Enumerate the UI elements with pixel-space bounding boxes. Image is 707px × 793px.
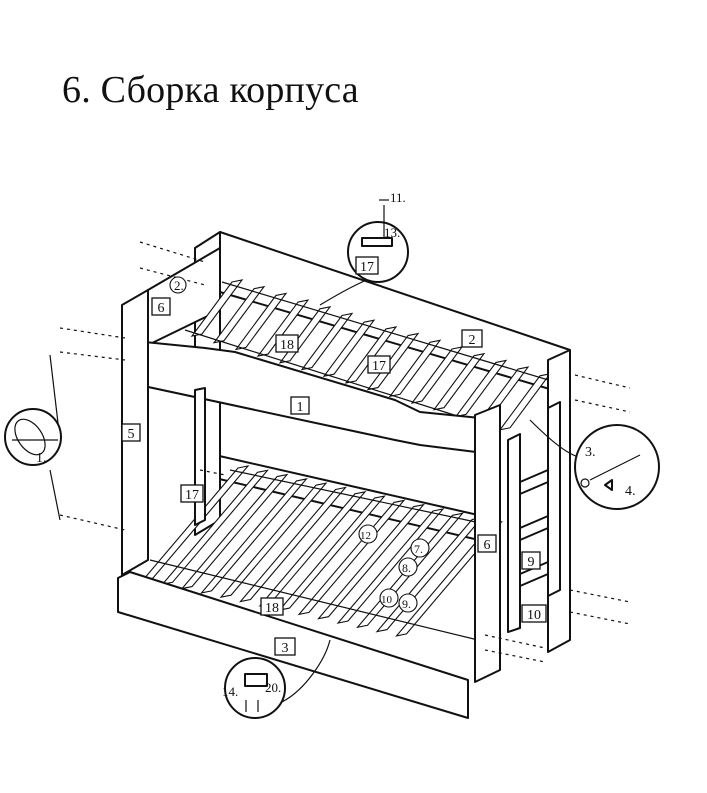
part-label-6-lower: 6	[477, 534, 497, 553]
part-label-17-post: 17	[180, 484, 204, 503]
part-label-17-top: 17	[367, 355, 391, 374]
part-label-3: 3	[274, 637, 296, 656]
svg-text:5: 5	[128, 427, 135, 442]
svg-text:10: 10	[527, 608, 541, 623]
svg-text:11.: 11.	[390, 190, 406, 205]
page-title: 6. Сборка корпуса	[62, 69, 359, 111]
top-slats-group	[190, 279, 552, 431]
svg-text:17: 17	[185, 488, 199, 503]
svg-text:9: 9	[528, 555, 535, 570]
left-middle-post	[194, 387, 206, 526]
svg-text:9.: 9.	[402, 597, 411, 611]
slat	[322, 319, 376, 378]
screw-dash-line	[199, 469, 226, 476]
part-label-10: 10	[521, 604, 547, 623]
callout-4: 4.	[625, 484, 636, 499]
screw-dash-line	[484, 634, 546, 649]
screw-dash-line	[139, 241, 206, 263]
slat	[234, 292, 288, 351]
slat	[212, 285, 266, 344]
slat	[410, 346, 464, 404]
svg-text:10: 10	[381, 594, 393, 606]
svg-text:6: 6	[484, 538, 491, 553]
part-label-9: 9	[521, 551, 541, 570]
slat	[454, 359, 508, 418]
slat	[498, 372, 552, 431]
svg-text:7.: 7.	[414, 542, 423, 556]
slat	[239, 486, 347, 603]
svg-text:12: 12	[360, 530, 371, 542]
bottom-slat-rail-back	[229, 469, 491, 526]
callout-2: 2.	[169, 276, 187, 294]
slat	[200, 478, 308, 594]
slat	[317, 503, 425, 620]
callout-3: 3.	[585, 445, 596, 460]
screw-dash-line	[574, 374, 631, 389]
screw-dash-line	[569, 611, 631, 625]
screw-dash-line	[59, 327, 126, 339]
svg-text:13.: 13.	[384, 225, 400, 240]
screw-dash-line	[569, 589, 631, 603]
callout-13: 13.	[384, 225, 400, 240]
slat	[180, 473, 289, 590]
part-label-2: 2	[461, 329, 483, 348]
svg-text:18: 18	[265, 601, 279, 616]
callout-14: 14.	[222, 684, 238, 699]
svg-text:2: 2	[469, 333, 476, 348]
svg-text:2.: 2.	[174, 278, 184, 293]
part-label-5: 5	[121, 423, 141, 442]
part-label-18-top: 18	[275, 334, 299, 353]
slat	[190, 279, 244, 337]
svg-text:17: 17	[360, 260, 374, 275]
callout-20: 20.	[265, 680, 281, 695]
svg-text:4.: 4.	[625, 484, 636, 499]
svg-text:18: 18	[280, 338, 294, 353]
screw-dash-line	[574, 399, 631, 413]
svg-text:14.: 14.	[222, 684, 238, 699]
svg-text:3.: 3.	[585, 445, 596, 460]
slat	[300, 312, 354, 371]
screw-dash-line	[59, 514, 126, 531]
svg-text:8.: 8.	[402, 561, 411, 575]
part-label-1: 1	[290, 396, 310, 415]
ladder	[507, 401, 561, 633]
detail-circle-bottom	[224, 657, 286, 719]
detail-circle-left	[4, 408, 62, 466]
screw-dash-line	[484, 649, 546, 663]
slat	[336, 508, 445, 624]
callout-10: 10	[379, 588, 399, 608]
slat	[388, 339, 442, 398]
svg-text:6: 6	[158, 301, 165, 316]
slat	[278, 495, 386, 611]
callout-12: 12	[358, 524, 378, 544]
callout-9: 9.	[398, 593, 418, 613]
svg-text:20.: 20.	[265, 680, 281, 695]
slat	[161, 469, 269, 586]
svg-text:3: 3	[282, 641, 289, 656]
top-slat-rail-back	[221, 281, 556, 383]
callout-8: 8.	[398, 557, 418, 577]
callout-1: 1.	[36, 451, 47, 466]
svg-text:1: 1	[297, 400, 304, 415]
top-slat-rail-front	[184, 329, 471, 421]
assembly-dash-lines	[59, 241, 631, 663]
detail-circle-right	[574, 424, 660, 510]
callout-7: 7.	[410, 538, 430, 558]
screw-dash-line	[59, 351, 126, 361]
slat	[344, 326, 398, 384]
slat	[219, 482, 328, 599]
svg-text:1.: 1.	[36, 451, 47, 466]
bottom-slat-rail-front	[149, 559, 479, 641]
slat	[297, 499, 406, 616]
slat	[432, 352, 486, 411]
part-label-18-bottom: 18	[260, 597, 284, 616]
svg-text:17: 17	[372, 359, 386, 374]
part-label-6-upper: 6	[151, 297, 171, 316]
slat	[256, 299, 310, 357]
part-label-17-detail: 17	[355, 256, 379, 275]
callout-11: 11.	[390, 190, 406, 205]
